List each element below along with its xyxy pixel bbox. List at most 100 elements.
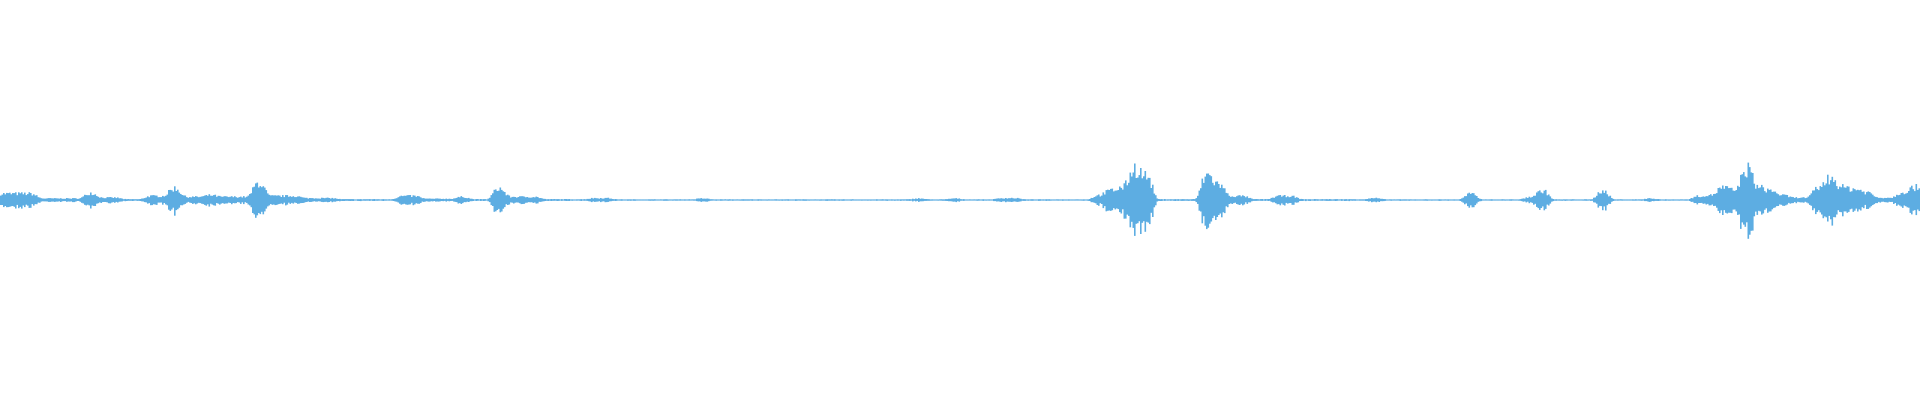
waveform-sample — [1860, 189, 1862, 211]
waveform-sample — [172, 191, 175, 208]
waveform-sample — [1678, 199, 1681, 201]
waveform-sample — [387, 199, 389, 201]
waveform-sample — [520, 196, 523, 205]
waveform-sample — [1182, 199, 1184, 201]
waveform-sample — [1587, 199, 1589, 201]
waveform-sample — [1524, 198, 1526, 202]
waveform-sample — [270, 195, 272, 204]
waveform-sample — [1861, 191, 1864, 208]
waveform-sample — [1449, 199, 1451, 201]
waveform-sample — [793, 199, 796, 201]
waveform-sample — [838, 199, 841, 201]
waveform-sample — [367, 199, 370, 201]
waveform-sample — [1690, 198, 1693, 202]
waveform-sample — [84, 194, 86, 205]
waveform-sample — [1596, 195, 1598, 204]
waveform-sample — [96, 196, 98, 204]
waveform-sample — [1389, 199, 1391, 201]
waveform-sample — [351, 199, 353, 201]
waveform-sample — [186, 197, 188, 203]
waveform-sample — [1563, 199, 1565, 201]
waveform-segment — [1500, 199, 1513, 201]
waveform-sample — [1417, 199, 1420, 201]
waveform-sample — [285, 195, 287, 206]
waveform-sample — [1608, 196, 1610, 204]
waveform-sample — [1630, 199, 1633, 201]
waveform-sample — [1845, 187, 1847, 212]
waveform-sample — [825, 199, 827, 201]
waveform-sample — [964, 199, 967, 201]
waveform-segment — [228, 196, 241, 205]
waveform-sample — [691, 199, 694, 201]
waveform-sample — [1155, 195, 1157, 206]
waveform-sample — [204, 195, 206, 205]
waveform-sample — [381, 199, 383, 201]
waveform-sample — [1576, 199, 1579, 201]
waveform-sample — [1008, 198, 1010, 202]
waveform-sample — [1704, 196, 1706, 204]
waveform-sample — [1446, 199, 1448, 201]
waveform-sample — [1099, 196, 1102, 204]
waveform-sample — [1092, 198, 1094, 203]
waveform-sample — [612, 199, 614, 201]
waveform-sample — [1765, 192, 1768, 209]
waveform-sample — [1873, 196, 1876, 205]
waveform-sample — [748, 199, 751, 201]
waveform-sample — [97, 196, 100, 204]
waveform-sample — [721, 199, 724, 201]
waveform-segment — [1212, 181, 1225, 220]
waveform-sample — [150, 195, 152, 206]
waveform-sample — [787, 199, 790, 201]
waveform-segment — [48, 198, 61, 202]
waveform-sample — [678, 199, 680, 201]
waveform-sample — [124, 198, 127, 202]
waveform-sample — [261, 187, 263, 212]
waveform-sample — [1414, 199, 1417, 201]
waveform-sample — [1318, 199, 1321, 201]
waveform-sample — [1230, 196, 1232, 204]
waveform-segment — [1404, 199, 1417, 201]
waveform-sample — [1848, 186, 1850, 212]
waveform-sample — [567, 199, 569, 201]
waveform-sample — [513, 196, 515, 204]
waveform-sample — [1096, 195, 1099, 205]
waveform-sample — [1191, 199, 1193, 201]
waveform-segment — [1332, 199, 1345, 201]
waveform-sample — [1083, 199, 1085, 201]
waveform-segment — [900, 199, 913, 201]
waveform-sample — [111, 197, 113, 203]
waveform-sample — [1054, 199, 1057, 201]
waveform-segment — [876, 199, 889, 201]
waveform-sample — [486, 199, 488, 201]
waveform-sample — [22, 194, 25, 206]
waveform-sample — [339, 198, 341, 202]
waveform-sample — [1224, 188, 1226, 214]
waveform-sample — [1456, 199, 1459, 201]
waveform-sample — [856, 199, 859, 201]
waveform-segment — [456, 196, 469, 204]
waveform-sample — [1116, 190, 1118, 209]
waveform-segment — [1224, 188, 1237, 214]
waveform-sample — [1188, 199, 1190, 201]
waveform-sample — [1849, 191, 1852, 210]
waveform-sample — [906, 199, 908, 201]
waveform-sample — [1657, 199, 1660, 201]
waveform-sample — [1377, 198, 1379, 202]
waveform-sample — [895, 199, 898, 201]
waveform-sample — [171, 190, 173, 210]
waveform-sample — [370, 199, 373, 201]
waveform-sample — [391, 199, 394, 201]
waveform-sample — [949, 198, 952, 202]
waveform-sample — [1863, 191, 1865, 209]
waveform-sample — [843, 199, 845, 201]
waveform-sample — [1066, 199, 1069, 201]
waveform-sample — [69, 198, 71, 202]
waveform-sample — [1261, 199, 1264, 201]
waveform-sample — [1149, 177, 1151, 225]
waveform-sample — [429, 198, 431, 202]
waveform-sample — [1239, 195, 1241, 205]
waveform-sample — [1113, 191, 1115, 209]
waveform-segment — [372, 199, 385, 201]
waveform-sample — [1485, 199, 1487, 201]
waveform-sample — [468, 197, 470, 202]
